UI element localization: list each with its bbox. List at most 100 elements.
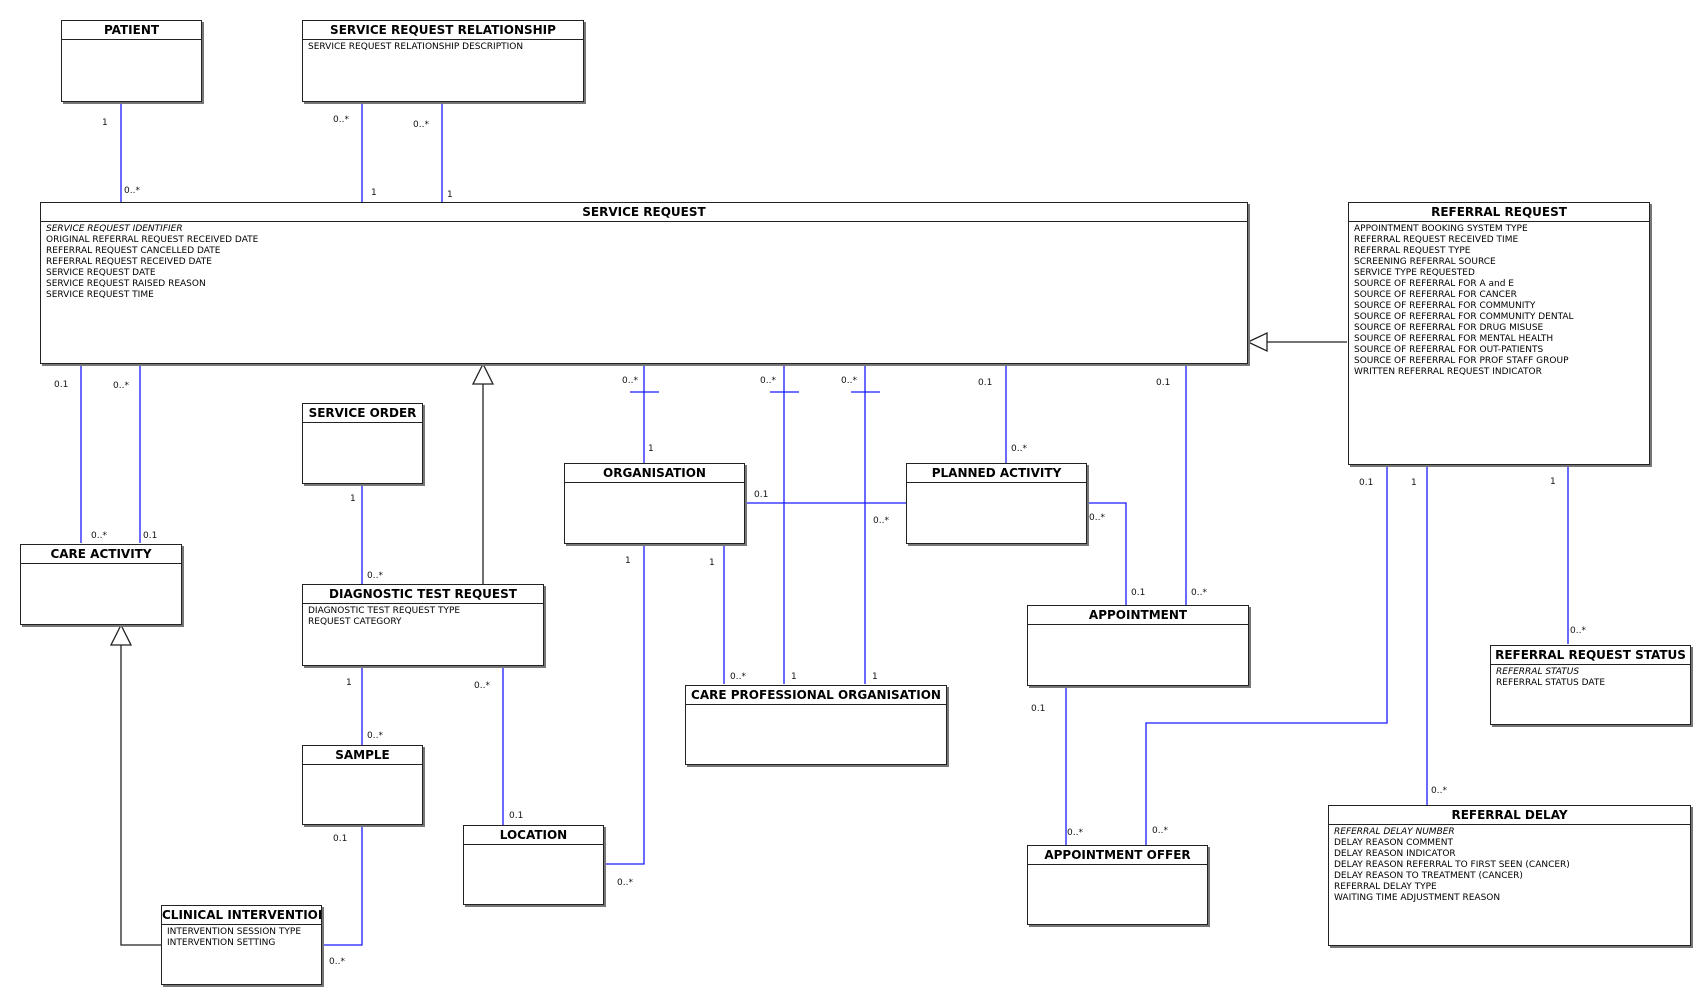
multiplicity-label: 1 [1411, 478, 1417, 488]
attribute-list: DIAGNOSTIC TEST REQUEST TYPE REQUEST CAT… [303, 604, 543, 630]
attribute: DELAY REASON TO TREATMENT (CANCER) [1334, 871, 1523, 881]
key-attribute: REFERRAL DELAY NUMBER [1334, 827, 1455, 837]
multiplicity-label: 0..* [1152, 826, 1168, 836]
multiplicity-label: 0..* [1011, 444, 1027, 454]
class-title: DIAGNOSTIC TEST REQUEST [303, 585, 543, 604]
attribute: SOURCE OF REFERRAL FOR MENTAL HEALTH [1354, 334, 1554, 344]
multiplicity-label: 0..* [367, 731, 383, 741]
attribute: DIAGNOSTIC TEST REQUEST TYPE [308, 606, 461, 616]
multiplicity-label: 0..* [367, 571, 383, 581]
multiplicity-label: 0..* [1191, 588, 1207, 598]
class-patient[interactable]: PATIENT [61, 20, 202, 102]
class-location[interactable]: LOCATION [463, 825, 604, 905]
attribute-list: APPOINTMENT BOOKING SYSTEM TYPE REFERRAL… [1349, 222, 1649, 380]
gen-arrowhead [471, 362, 495, 385]
key-attribute: SERVICE REQUEST IDENTIFIER [46, 224, 183, 234]
attribute: SCREENING REFERRAL SOURCE [1354, 257, 1496, 267]
attribute: SOURCE OF REFERRAL FOR PROF STAFF GROUP [1354, 356, 1569, 366]
class-appointment[interactable]: APPOINTMENT [1027, 605, 1249, 686]
multiplicity-label: 1 [709, 558, 715, 568]
attribute: DELAY REASON REFERRAL TO FIRST SEEN (CAN… [1334, 860, 1570, 870]
multiplicity-label: 1 [102, 118, 108, 128]
attribute: SERVICE REQUEST TIME [46, 290, 154, 300]
assoc-sample-clinical-intervention [322, 826, 363, 946]
class-title: APPOINTMENT OFFER [1028, 846, 1207, 865]
class-title: ORGANISATION [565, 464, 744, 483]
attribute: SERVICE REQUEST RAISED REASON [46, 279, 206, 289]
attribute-list: SERVICE REQUEST RELATIONSHIP DESCRIPTION [303, 40, 583, 55]
class-appointment-offer[interactable]: APPOINTMENT OFFER [1027, 845, 1208, 925]
attribute: SOURCE OF REFERRAL FOR COMMUNITY [1354, 301, 1536, 311]
attribute: SOURCE OF REFERRAL FOR CANCER [1354, 290, 1517, 300]
multiplicity-label: 0..* [329, 957, 345, 967]
attribute: APPOINTMENT BOOKING SYSTEM TYPE [1354, 224, 1528, 234]
class-title: SERVICE REQUEST [41, 203, 1247, 222]
class-referral-delay[interactable]: REFERRAL DELAY REFERRAL DELAY NUMBER DEL… [1328, 805, 1691, 946]
multiplicity-label: 1 [1550, 477, 1556, 487]
class-planned-activity[interactable]: PLANNED ACTIVITY [906, 463, 1087, 544]
attribute: REFERRAL REQUEST TYPE [1354, 246, 1471, 256]
multiplicity-label: 0..* [124, 186, 140, 196]
multiplicity-label: 1 [791, 672, 797, 682]
class-service-order[interactable]: SERVICE ORDER [302, 403, 423, 484]
multiplicity-label: 0..* [760, 376, 776, 386]
class-title: CARE PROFESSIONAL ORGANISATION [686, 686, 946, 705]
multiplicity-label: 0.1 [333, 834, 348, 844]
key-attribute: REFERRAL STATUS [1496, 667, 1580, 677]
class-sample[interactable]: SAMPLE [302, 745, 423, 825]
class-title: PLANNED ACTIVITY [907, 464, 1086, 483]
class-title: REFERRAL REQUEST STATUS [1491, 646, 1690, 665]
attribute-list: SERVICE REQUEST IDENTIFIER ORIGINAL REFE… [41, 222, 1247, 303]
class-service-request[interactable]: SERVICE REQUEST SERVICE REQUEST IDENTIFI… [40, 202, 1248, 364]
multiplicity-label: 1 [872, 672, 878, 682]
class-title: CLINICAL INTERVENTION [162, 906, 321, 925]
multiplicity-label: 0..* [1431, 786, 1447, 796]
multiplicity-label: 0.1 [754, 490, 769, 500]
attribute: REFERRAL DELAY TYPE [1334, 882, 1437, 892]
generalizations [109, 331, 1347, 946]
class-care-professional-organisation[interactable]: CARE PROFESSIONAL ORGANISATION [685, 685, 947, 765]
attribute: SERVICE REQUEST RELATIONSHIP DESCRIPTION [308, 42, 524, 52]
multiplicity-label: 0..* [873, 516, 889, 526]
class-title: REFERRAL DELAY [1329, 806, 1690, 825]
attribute: DELAY REASON COMMENT [1334, 838, 1453, 848]
attribute: ORIGINAL REFERRAL REQUEST RECEIVED DATE [46, 235, 259, 245]
attribute: INTERVENTION SETTING [167, 938, 276, 948]
class-service-request-relationship[interactable]: SERVICE REQUEST RELATIONSHIP SERVICE REQ… [302, 20, 584, 102]
attribute: WAITING TIME ADJUSTMENT REASON [1334, 893, 1501, 903]
multiplicity-label: 0..* [413, 120, 429, 130]
multiplicity-label: 0.1 [1156, 378, 1171, 388]
multiplicity-label: 0..* [617, 878, 633, 888]
class-clinical-intervention[interactable]: CLINICAL INTERVENTION INTERVENTION SESSI… [161, 905, 322, 985]
multiplicity-label: 0.1 [1131, 588, 1146, 598]
attribute-list: REFERRAL STATUS REFERRAL STATUS DATE [1491, 665, 1690, 691]
multiplicity-label: 0..* [841, 376, 857, 386]
multiplicity-label: 1 [625, 556, 631, 566]
multiplicity-label: 0.1 [1031, 704, 1046, 714]
multiplicity-label: 0..* [474, 681, 490, 691]
class-diagnostic-test-request[interactable]: DIAGNOSTIC TEST REQUEST DIAGNOSTIC TEST … [302, 584, 544, 666]
multiplicity-label: 0..* [1089, 513, 1105, 523]
multiplicity-label: 0.1 [1359, 478, 1374, 488]
class-organisation[interactable]: ORGANISATION [564, 463, 745, 544]
multiplicity-label: 0..* [113, 381, 129, 391]
attribute: SOURCE OF REFERRAL FOR DRUG MISUSE [1354, 323, 1544, 333]
class-care-activity[interactable]: CARE ACTIVITY [20, 544, 182, 625]
attribute: REQUEST CATEGORY [308, 617, 402, 627]
class-title: LOCATION [464, 826, 603, 845]
attribute: SOURCE OF REFERRAL FOR A and E [1354, 279, 1514, 289]
gen-arrowhead [1246, 331, 1268, 353]
class-title: REFERRAL REQUEST [1349, 203, 1649, 222]
attribute: REFERRAL REQUEST CANCELLED DATE [46, 246, 221, 256]
attribute-list: REFERRAL DELAY NUMBER DELAY REASON COMME… [1329, 825, 1690, 906]
assoc-organisation-location [605, 545, 645, 865]
class-title: APPOINTMENT [1028, 606, 1248, 625]
class-title: SAMPLE [303, 746, 422, 765]
class-referral-request-status[interactable]: REFERRAL REQUEST STATUS REFERRAL STATUS … [1490, 645, 1691, 725]
attribute: SOURCE OF REFERRAL FOR OUT-PATIENTS [1354, 345, 1544, 355]
class-referral-request[interactable]: REFERRAL REQUEST APPOINTMENT BOOKING SYS… [1348, 202, 1650, 465]
multiplicity-label: 0..* [730, 672, 746, 682]
attribute: INTERVENTION SESSION TYPE [167, 927, 302, 937]
